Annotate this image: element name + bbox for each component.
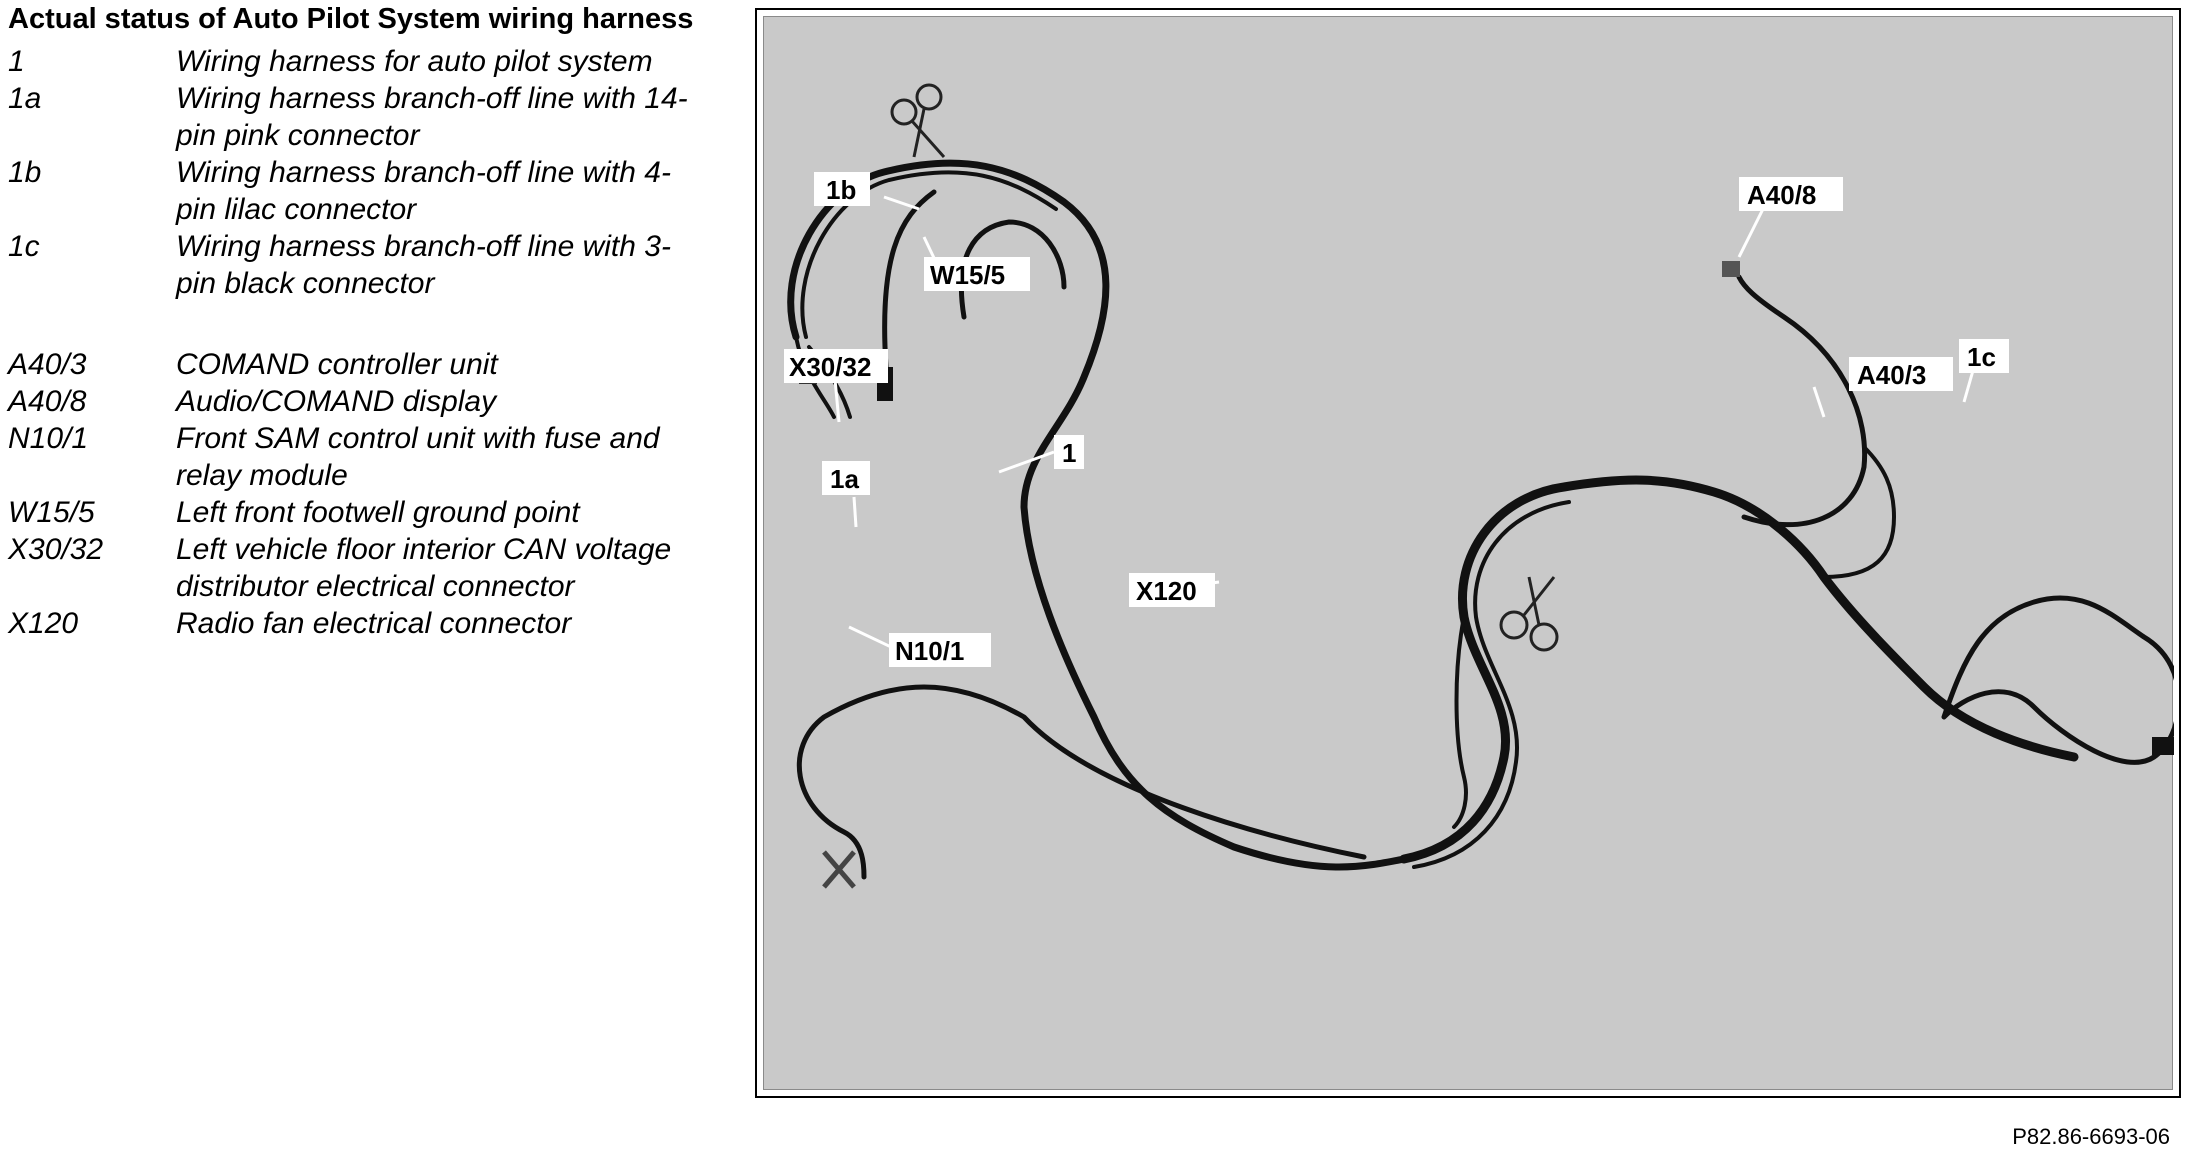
legend-row: 1c Wiring harness branch-off line with 3… bbox=[8, 228, 708, 302]
legend-code: A40/8 bbox=[8, 385, 87, 418]
callout-1: 1 bbox=[1062, 438, 1076, 468]
wire-x120 bbox=[1452, 615, 1468, 829]
scissors-top-icon bbox=[890, 83, 946, 158]
legend-row: N10/1 Front SAM control unit with fuse a… bbox=[8, 420, 708, 494]
callout-n101: N10/1 bbox=[895, 636, 964, 666]
legend-desc: Wiring harness branch-off line with 3-pi… bbox=[176, 230, 671, 300]
wire-x3032-a bbox=[794, 335, 836, 419]
wire-a408 bbox=[1736, 274, 1868, 528]
harness-photo: 1b W15/5 X30/32 1 1a N10/1 X120 A40/8 A4… bbox=[763, 16, 2174, 1090]
legend: Actual status of Auto Pilot System wirin… bbox=[8, 0, 708, 642]
legend-desc: Audio/COMAND display bbox=[176, 385, 497, 418]
legend-code: 1a bbox=[8, 82, 42, 115]
legend-code: N10/1 bbox=[8, 422, 89, 455]
callout-1c: 1c bbox=[1967, 342, 1996, 372]
harness-diagram: 1b W15/5 X30/32 1 1a N10/1 X120 A40/8 A4… bbox=[784, 83, 2174, 889]
wire-upper-left-loop-2 bbox=[800, 170, 1058, 339]
legend-desc: Left vehicle floor interior CAN voltage … bbox=[176, 533, 672, 603]
wire-1b bbox=[882, 189, 937, 370]
figure-reference-code: P82.86-6693-06 bbox=[2012, 1124, 2170, 1149]
wire-main-bundle bbox=[1399, 475, 2079, 864]
legend-row: X120 Radio fan electrical connector bbox=[8, 605, 708, 642]
connector-1c bbox=[2152, 737, 2174, 755]
legend-row: A40/3 COMAND controller unit bbox=[8, 346, 708, 383]
wire-1c-loop bbox=[1941, 595, 2174, 765]
legend-code: 1b bbox=[8, 156, 42, 189]
wire-a403 bbox=[1822, 445, 1896, 579]
callout-1b: 1b bbox=[826, 175, 856, 205]
legend-code: 1c bbox=[8, 230, 40, 263]
legend-code: X120 bbox=[8, 607, 79, 640]
legend-title: Actual status of Auto Pilot System wirin… bbox=[8, 3, 694, 35]
legend-desc: Left front footwell ground point bbox=[176, 496, 580, 529]
legend-row: X30/32 Left vehicle floor interior CAN v… bbox=[8, 531, 708, 605]
legend-desc: COMAND controller unit bbox=[176, 348, 498, 381]
callout-a408: A40/8 bbox=[1747, 180, 1816, 210]
wire-1a bbox=[796, 684, 1367, 880]
legend-row: 1a Wiring harness branch-off line with 1… bbox=[8, 80, 708, 154]
legend-desc: Wiring harness branch-off line with 4-pi… bbox=[176, 156, 671, 226]
legend-row: 1 Wiring harness for auto pilot system bbox=[8, 43, 708, 80]
callout-1a: 1a bbox=[830, 464, 859, 494]
callout-w155: W15/5 bbox=[930, 260, 1005, 290]
connector-a408 bbox=[1722, 261, 1740, 277]
legend-desc: Wiring harness branch-off line with 14-p… bbox=[176, 82, 688, 152]
legend-desc: Front SAM control unit with fuse and rel… bbox=[176, 422, 660, 492]
n101-cross-icon bbox=[822, 850, 856, 889]
wire-main-bundle-2 bbox=[1412, 500, 1571, 869]
legend-spacer bbox=[8, 302, 708, 346]
legend-row: W15/5 Left front footwell ground point bbox=[8, 494, 708, 531]
scissors-bottom-icon bbox=[1499, 576, 1559, 652]
legend-code: X30/32 bbox=[8, 533, 104, 566]
figure-frame: 1b W15/5 X30/32 1 1a N10/1 X120 A40/8 A4… bbox=[755, 8, 2181, 1098]
callout-a403: A40/3 bbox=[1857, 360, 1926, 390]
legend-code: W15/5 bbox=[8, 496, 95, 529]
legend-row: A40/8 Audio/COMAND display bbox=[8, 383, 708, 420]
legend-code: A40/3 bbox=[8, 348, 87, 381]
callout-x120: X120 bbox=[1136, 576, 1197, 606]
legend-desc: Wiring harness for auto pilot system bbox=[176, 45, 653, 78]
callout-x3032: X30/32 bbox=[789, 352, 871, 382]
legend-desc: Radio fan electrical connector bbox=[176, 607, 572, 640]
legend-row: 1b Wiring harness branch-off line with 4… bbox=[8, 154, 708, 228]
legend-code: 1 bbox=[8, 45, 25, 78]
wire-upper-left-loop bbox=[787, 159, 1418, 871]
